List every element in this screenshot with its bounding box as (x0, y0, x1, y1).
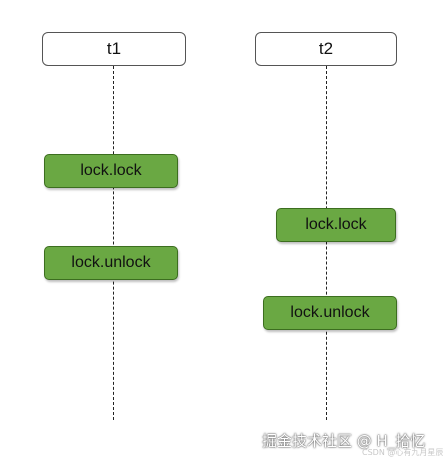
t2-unlock-op: lock.unlock (263, 296, 397, 330)
t1-unlock-op: lock.unlock (44, 246, 178, 280)
thread-t1-label: t1 (106, 39, 122, 58)
t1-lock-op: lock.lock (44, 154, 178, 188)
t1-lock-label: lock.lock (80, 162, 142, 179)
t2-lock-label: lock.lock (305, 216, 367, 233)
watermark-text: 掘金技术社区 @ H_拾忆 (262, 432, 426, 450)
thread-t2-label: t2 (318, 39, 334, 58)
t2-lock-op: lock.lock (276, 208, 396, 242)
lifeline-t1 (113, 66, 114, 420)
csdn-watermark: CSDN @心有九月星辰 (362, 448, 444, 457)
thread-t1-header: t1 (42, 32, 186, 66)
lifeline-t2 (326, 66, 327, 420)
t2-unlock-label: lock.unlock (290, 304, 370, 321)
thread-t2-header: t2 (255, 32, 397, 66)
t1-unlock-label: lock.unlock (71, 254, 151, 271)
